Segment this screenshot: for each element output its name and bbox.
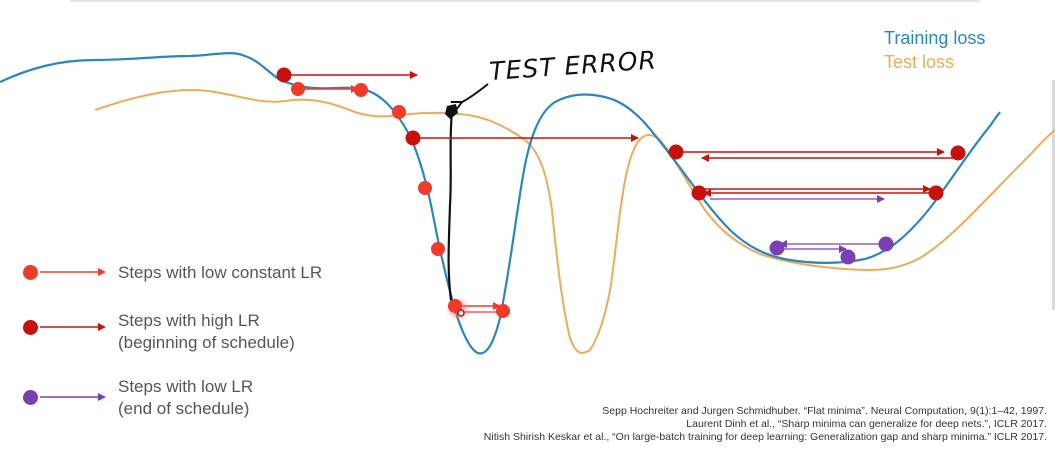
step-arrows <box>286 71 956 313</box>
reference-hochreiter: Sepp Hochreiter and Jurgen Schmidhuber. … <box>602 405 1047 417</box>
high-lr-step-dot <box>405 130 421 146</box>
low-lr-step-dot <box>431 242 445 256</box>
high-lr-step-dot <box>276 67 292 83</box>
low-lr-end-step-dot <box>769 240 785 256</box>
key-arrow-high-lr <box>40 323 106 331</box>
legend-test-loss: Test loss <box>884 52 955 72</box>
key-arrow-low-constant-lr <box>40 268 106 276</box>
low-lr-step-dot <box>418 181 432 195</box>
key-high-lr: Steps with high LR (beginning of schedul… <box>18 310 378 358</box>
cursor-ring <box>457 309 465 317</box>
reference-dinh: Laurent Dinh et al., “Sharp minima can g… <box>686 418 1047 431</box>
high-lr-step-dot <box>950 145 966 161</box>
high-lr-step-dot <box>928 185 944 201</box>
key-label-low-constant-lr: Steps with low constant LR <box>118 263 323 282</box>
test-error-ink-arrow <box>462 83 489 102</box>
right-edge-strip <box>1052 80 1055 310</box>
key-sublabel-high-lr: (beginning of schedule) <box>118 333 295 352</box>
step-dots <box>276 67 966 321</box>
key-low-lr-end: Steps with low LR (end of schedule) <box>18 376 378 424</box>
test-loss-curve <box>94 89 1055 354</box>
reference-keskar: Nitish Shirish Keskar et al., “On large-… <box>483 431 1047 444</box>
training-loss-curve <box>0 52 1001 355</box>
key-sublabel-low-lr-end: (end of schedule) <box>118 399 250 418</box>
low-lr-end-step-dot <box>878 236 894 252</box>
key-dot-high-lr <box>23 320 38 335</box>
low-lr-step-dot <box>354 83 368 97</box>
high-lr-step-dot <box>691 185 707 201</box>
top-divider <box>70 0 980 2</box>
high-lr-step-dot <box>668 144 684 160</box>
references: Sepp Hochreiter and Jurgen Schmidhuber. … <box>484 405 1047 445</box>
low-lr-end-step-dot <box>840 249 856 265</box>
legend-training-loss: Training loss <box>884 28 986 48</box>
low-lr-step-dot <box>291 82 305 96</box>
test-error-label: TEST ERROR <box>488 45 657 86</box>
key-label-high-lr: Steps with high LR <box>118 311 260 330</box>
low-lr-step-dot <box>392 105 406 119</box>
key-arrow-low-lr-end <box>40 393 106 401</box>
key-dot-low-lr-end <box>23 390 38 405</box>
key-dot-low-constant-lr <box>23 265 38 280</box>
key-label-low-lr-end: Steps with low LR <box>118 377 254 396</box>
low-lr-step-dot <box>496 304 510 318</box>
test-error-ink-blob <box>445 104 458 119</box>
low-lr-step-dot <box>448 299 462 313</box>
key-low-constant-lr: Steps with low constant LR <box>18 262 378 286</box>
test-error-ink-line <box>447 111 457 313</box>
